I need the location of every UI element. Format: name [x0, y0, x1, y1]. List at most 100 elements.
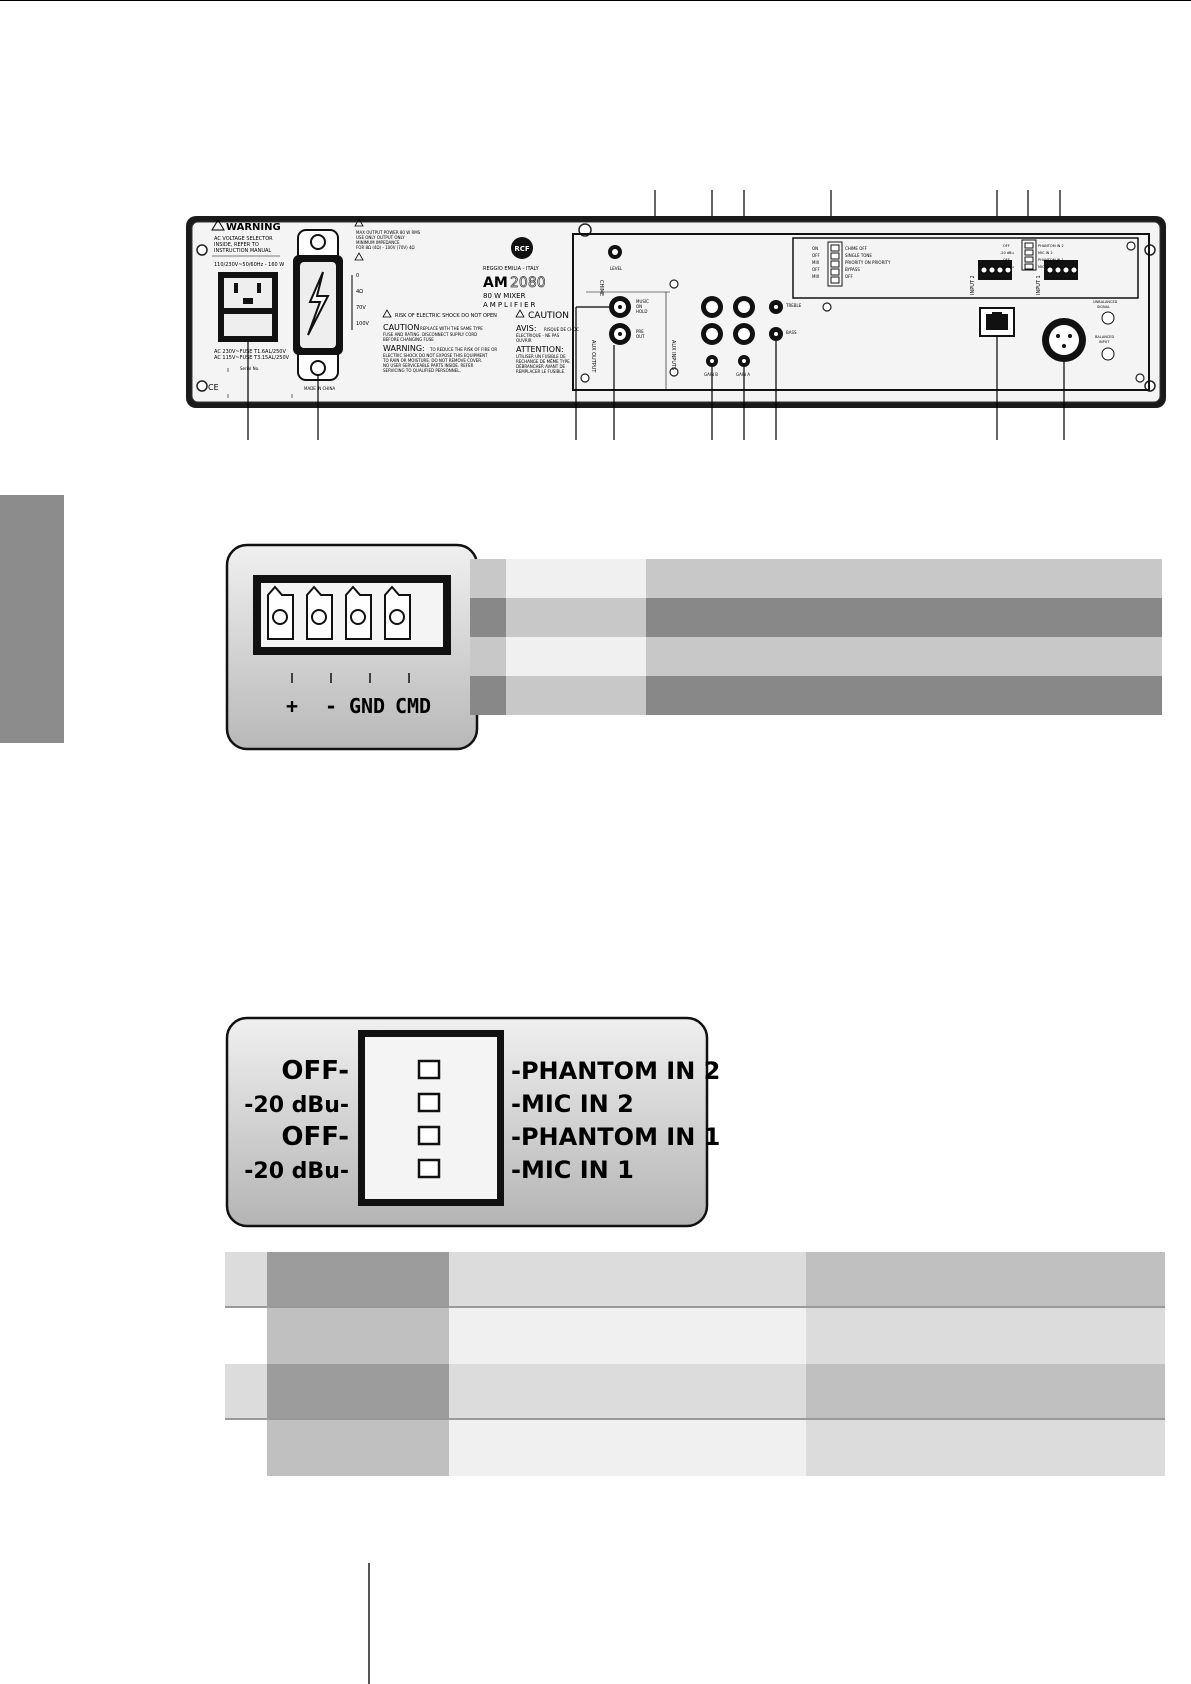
- svg-text:FOR 8Ω (4Ω) - 100V (70V) 4Ω: FOR 8Ω (4Ω) - 100V (70V) 4Ω: [356, 245, 415, 250]
- svg-text:OUVRIR: OUVRIR: [516, 338, 532, 343]
- xlr-input: [1042, 318, 1086, 362]
- svg-text:SINGLE TONE: SINGLE TONE: [845, 253, 872, 258]
- svg-text:TO REDUCE THE RISK OF FIRE OR: TO REDUCE THE RISK OF FIRE OR: [429, 347, 497, 352]
- rj45-port: [979, 307, 1015, 337]
- fuse-rating-230: AC 230V~FUSE T1.6AL/250V: [214, 349, 286, 355]
- svg-text:RISQUE DE CHOC: RISQUE DE CHOC: [544, 327, 579, 332]
- top-rule: [0, 0, 1191, 1]
- dip-toggle-boxes: [417, 1059, 441, 1179]
- voltage-selector-cover: [293, 229, 343, 381]
- dip-right-label-2: -MIC IN 2: [511, 1090, 634, 1118]
- output-notes: MAX OUTPUT POWER 80 W RMS USE ONLY OUTPU…: [351, 218, 421, 330]
- svg-text:80 W MIXER: 80 W MIXER: [483, 292, 526, 300]
- svg-text:AC VOLTAGE SELECTOR: AC VOLTAGE SELECTOR: [214, 236, 273, 242]
- svg-text:-20 dBu: -20 dBu: [1000, 265, 1014, 269]
- brand-area: RCF REGGIO EMILIA - ITALY AM 2080 80 W M…: [483, 237, 546, 309]
- input1-label: INPUT 1: [1036, 275, 1042, 295]
- svg-text:MAX OUTPUT POWER 80 W RMS: MAX OUTPUT POWER 80 W RMS: [356, 230, 421, 235]
- svg-text:INSIDE, REFER TO: INSIDE, REFER TO: [214, 242, 259, 248]
- svg-text:HOLD: HOLD: [636, 309, 647, 314]
- svg-text:GAIN B: GAIN B: [704, 372, 718, 377]
- table-row: [470, 598, 1162, 637]
- svg-text:OFF: OFF: [1003, 258, 1010, 262]
- svg-text:GAIN A: GAIN A: [736, 372, 750, 377]
- svg-text:PRE: PRE: [636, 329, 644, 334]
- warning-title: WARNING: [226, 222, 281, 233]
- svg-text:NO USER SERVICEABLE PARTS INSI: NO USER SERVICEABLE PARTS INSIDE. REFER: [383, 363, 474, 368]
- module-screws: [580, 241, 1145, 383]
- table-row: [225, 1252, 1165, 1306]
- svg-text:MINIMUM IMPEDANCE: MINIMUM IMPEDANCE: [356, 240, 400, 245]
- svg-text:MIC IN 1: MIC IN 1: [1038, 265, 1053, 269]
- svg-text:4Ω: 4Ω: [356, 289, 363, 295]
- table-row: [470, 676, 1162, 715]
- input1-terminal-block: [1044, 260, 1078, 280]
- svg-text:BEFORE CHANGING FUSE: BEFORE CHANGING FUSE: [383, 337, 434, 342]
- pin-label-plus: +: [286, 694, 298, 718]
- svg-text:OFF: OFF: [1003, 244, 1010, 248]
- section-side-tab: [0, 495, 64, 743]
- svg-text:USE ONLY OUTPUT ONLY: USE ONLY OUTPUT ONLY: [356, 235, 405, 240]
- svg-text:TO RAIN OR MOISTURE. DO NOT RE: TO RAIN OR MOISTURE. DO NOT REMOVE COVER…: [382, 358, 482, 363]
- terminal-block-illustration: + - GND CMD: [225, 543, 479, 751]
- svg-text:SIGNAL: SIGNAL: [1097, 305, 1110, 309]
- svg-text:RECHANGE DE MÊME TYPE.: RECHANGE DE MÊME TYPE.: [516, 359, 571, 364]
- svg-text:-20 dBu: -20 dBu: [1000, 251, 1014, 255]
- svg-text:ON: ON: [812, 246, 818, 251]
- svg-text:TREBLE: TREBLE: [785, 303, 802, 308]
- callout-lines-bottom: [247, 306, 1065, 440]
- aux-inputs-label: AUX INPUTS: [670, 340, 676, 370]
- dip-right-label-1: -PHANTOM IN 2: [511, 1057, 720, 1085]
- pin-label-gnd: GND: [349, 694, 385, 718]
- svg-text:AVIS:: AVIS:: [516, 324, 537, 333]
- table-row: [225, 1420, 1165, 1476]
- svg-text:CAUTION: CAUTION: [528, 311, 569, 321]
- aux-output-label: AUX OUTPUT: [590, 340, 596, 373]
- svg-text:BALANCED: BALANCED: [1095, 335, 1114, 339]
- dip-right-label-3: -PHANTOM IN 1: [511, 1123, 720, 1151]
- table-row: [225, 1308, 1165, 1364]
- phantom-dip-switch: OFF -20 dBu OFF -20 dBu PHANTOM IN 2 MIC…: [1000, 239, 1064, 271]
- aux-input-rca: [701, 296, 755, 367]
- table-row: [470, 559, 1162, 598]
- svg-text:2080: 2080: [510, 275, 546, 291]
- svg-text:INPUT: INPUT: [1099, 340, 1110, 344]
- svg-text:ELECTRIC SHOCK DO NOT EXPOSE T: ELECTRIC SHOCK DO NOT EXPOSE THIS EQUIPM…: [383, 353, 488, 358]
- svg-text:MIC IN 2: MIC IN 2: [1038, 251, 1053, 255]
- dip-left-label-4: -20 dBu-: [244, 1159, 349, 1184]
- pin-label-minus: -: [325, 694, 337, 718]
- svg-text:OFF: OFF: [845, 274, 853, 279]
- svg-text:CHIME OFF: CHIME OFF: [845, 246, 868, 251]
- svg-text:UTILISER UN FUSIBLE DE: UTILISER UN FUSIBLE DE: [516, 354, 566, 359]
- svg-text:CAUTION: CAUTION: [383, 323, 419, 332]
- table-row: [470, 637, 1162, 676]
- svg-text:100V: 100V: [356, 321, 370, 327]
- dip-left-label-3: OFF-: [281, 1122, 349, 1152]
- svg-text:BASS: BASS: [786, 330, 797, 335]
- terminal-pin-table: [470, 559, 1162, 715]
- svg-text:OUT: OUT: [636, 334, 645, 339]
- dip-switch-illustration: OFF- -20 dBu- OFF- -20 dBu- -PHANTOM IN …: [225, 1016, 720, 1230]
- svg-text:AM: AM: [483, 275, 508, 291]
- chime-dip-switch: ON OFF MIX OFF MIX CHIME OFF SINGLE TONE…: [812, 241, 891, 287]
- svg-text:PHANTOM IN 1: PHANTOM IN 1: [1038, 258, 1064, 262]
- svg-text:BYPASS: BYPASS: [845, 267, 860, 272]
- pin-label-cmd: CMD: [395, 694, 431, 718]
- svg-text:MIX: MIX: [812, 274, 820, 279]
- dip-switch-table: [225, 1252, 1165, 1476]
- svg-text:ON: ON: [636, 304, 642, 309]
- chime-label: CHIME: [598, 280, 604, 296]
- svg-text:MIX: MIX: [812, 260, 820, 265]
- tone-knobs: [769, 300, 783, 341]
- svg-text:PRIORITY ON PRIORITY: PRIORITY ON PRIORITY: [845, 260, 891, 265]
- table-row: [225, 1364, 1165, 1418]
- svg-text:WARNING:: WARNING:: [383, 344, 425, 353]
- svg-text:RISK OF ELECTRIC SHOCK DO NOT: RISK OF ELECTRIC SHOCK DO NOT OPEN: [395, 313, 497, 319]
- svg-text:REPLACE WITH THE SAME TYPE: REPLACE WITH THE SAME TYPE: [420, 326, 483, 331]
- warning-block: WARNING AC VOLTAGE SELECTOR INSIDE, REFE…: [211, 219, 284, 268]
- power-inlet: [218, 272, 278, 342]
- svg-text:REGGIO EMILIA - ITALY: REGGIO EMILIA - ITALY: [483, 266, 540, 272]
- svg-text:REMPLACER LE FUSIBLE.: REMPLACER LE FUSIBLE.: [516, 369, 565, 374]
- input2-label: INPUT 2: [970, 275, 976, 295]
- svg-text:OFF: OFF: [812, 267, 820, 272]
